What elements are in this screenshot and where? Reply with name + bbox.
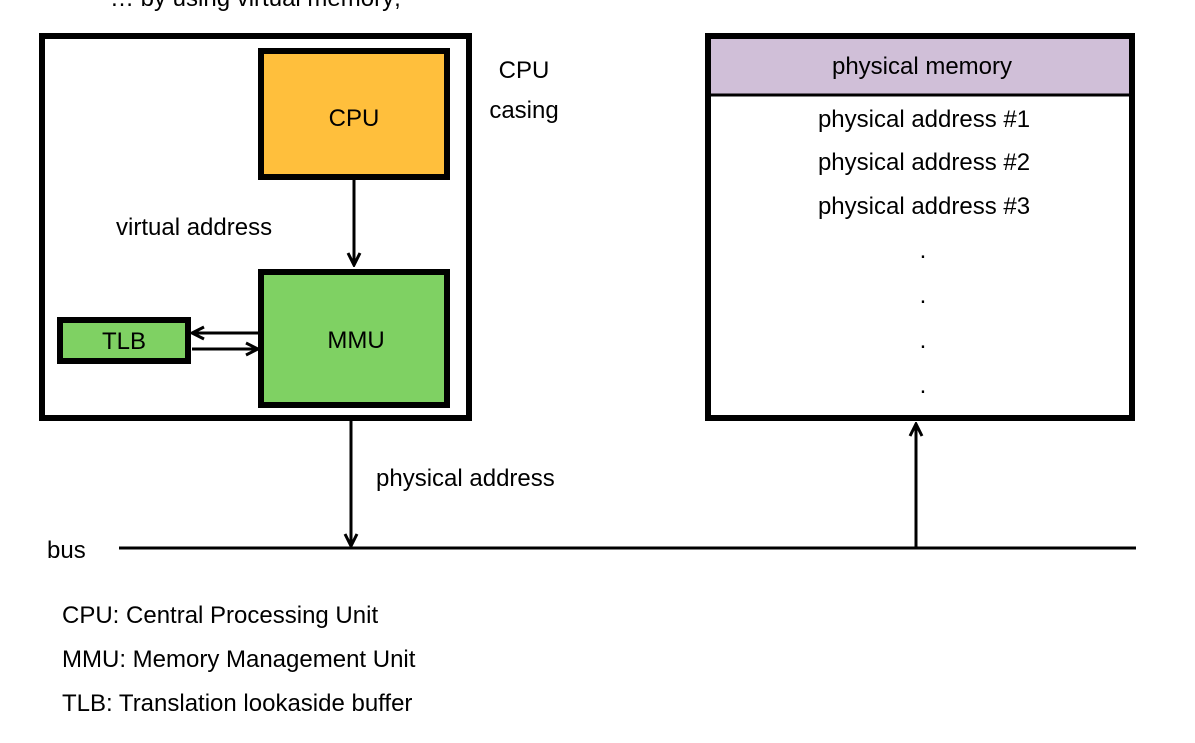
mmu-box xyxy=(258,269,450,408)
tlb-label: TLB xyxy=(102,328,146,355)
header-fragment: … by using virtual memory; xyxy=(110,0,401,12)
mmu-block: MMU xyxy=(258,269,450,408)
ellipsis-dot-4: . xyxy=(920,372,927,399)
physical-address-label: physical address xyxy=(376,465,555,492)
legend-tlb: TLB: Translation lookaside buffer xyxy=(62,690,412,717)
legend-mmu: MMU: Memory Management Unit xyxy=(62,646,416,673)
physical-memory-box xyxy=(705,33,1135,421)
ellipsis-dot-1: . xyxy=(920,237,927,264)
physical-memory-title: physical memory xyxy=(832,53,1012,80)
ellipsis-dot-3: . xyxy=(920,327,927,354)
cpu-casing-label-line1: CPU xyxy=(499,57,550,84)
ellipsis-dot-2: . xyxy=(920,282,927,309)
tlb-block: TLB xyxy=(57,317,191,364)
cpu-box xyxy=(258,48,450,180)
legend: CPU: Central Processing Unit MMU: Memory… xyxy=(62,602,416,717)
virtual-address-label: virtual address xyxy=(116,214,272,241)
physical-address-2: physical address #2 xyxy=(818,149,1030,176)
cpu-casing-label-line2: casing xyxy=(489,97,558,124)
tlb-box xyxy=(57,317,191,364)
physical-memory: physical memory physical address #1 phys… xyxy=(705,33,1135,421)
mmu-label: MMU xyxy=(327,327,384,354)
physical-memory-header xyxy=(708,36,1132,94)
bus-label: bus xyxy=(47,537,86,564)
legend-cpu: CPU: Central Processing Unit xyxy=(62,602,378,629)
physical-address-3: physical address #3 xyxy=(818,193,1030,220)
cpu-label: CPU xyxy=(329,105,380,132)
cpu-block: CPU xyxy=(258,48,450,180)
physical-address-1: physical address #1 xyxy=(818,106,1030,133)
